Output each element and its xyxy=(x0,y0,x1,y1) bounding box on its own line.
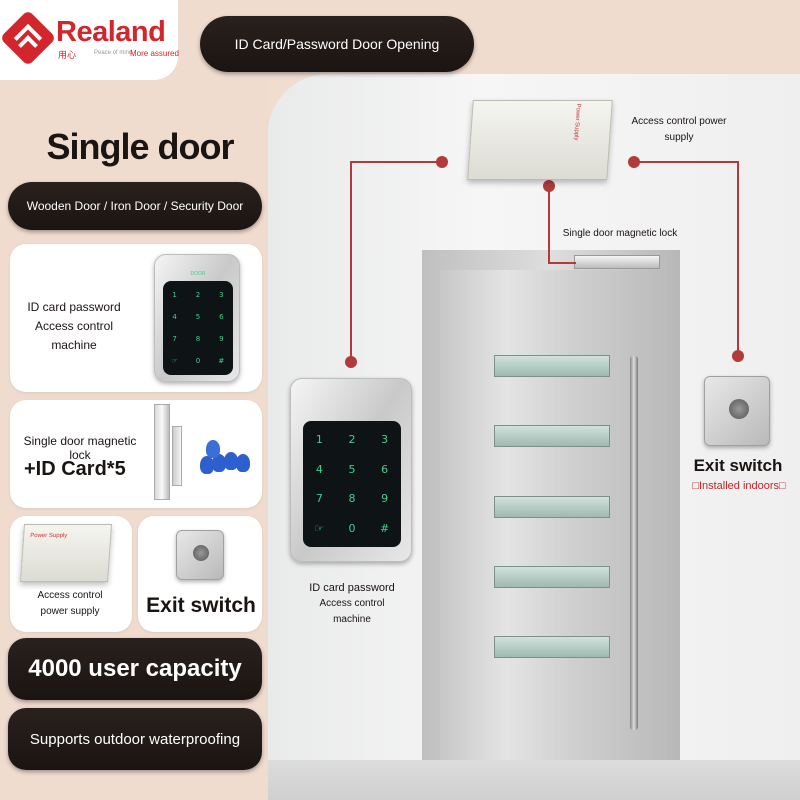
wire xyxy=(548,262,576,264)
card-exit-switch-label: Exit switch xyxy=(146,594,256,617)
key: 2 xyxy=(195,291,201,299)
keypad-screen: 1 2 3 4 5 6 7 8 9 ☞ 0 # xyxy=(303,421,401,547)
rfid-fob-icon xyxy=(212,454,226,472)
card-power-supply-label: Access control power supply xyxy=(18,588,122,620)
exit-switch-small xyxy=(176,530,224,580)
key: 5 xyxy=(348,462,356,476)
key: 6 xyxy=(219,313,224,321)
key: 4 xyxy=(172,313,177,321)
annotation-keypad: ID card password Access control machine xyxy=(300,580,404,628)
key: ☞ xyxy=(314,521,325,535)
capacity-badge: 4000 user capacity xyxy=(8,638,262,700)
rfid-fob-icon xyxy=(206,440,220,458)
door-types-badge: Wooden Door / Iron Door / Security Door xyxy=(8,182,262,230)
key: 3 xyxy=(381,433,389,447)
power-supply-box-small: Power Supply xyxy=(19,524,113,582)
card-maglock-extra: +ID Card*5 xyxy=(24,458,126,480)
door-glass xyxy=(494,496,610,518)
annotation-line: machine xyxy=(333,614,371,625)
annotation-line: supply xyxy=(664,132,694,143)
magnetic-lock-plate xyxy=(172,426,182,486)
card-keypad-line: ID card password xyxy=(27,300,121,314)
psu-label: Power Supply xyxy=(29,533,68,539)
key: 9 xyxy=(381,492,389,506)
wire-node xyxy=(436,156,448,168)
key: 8 xyxy=(348,492,356,506)
key: # xyxy=(218,357,225,365)
wire-node xyxy=(543,180,555,192)
wire xyxy=(548,186,550,264)
card-psu-line: Access control xyxy=(37,590,103,601)
psu-label: Power Supply xyxy=(572,103,582,141)
annotation-indoors: □Installed indoors□ xyxy=(692,480,786,492)
key: ☞ xyxy=(171,357,178,365)
page-title: Single door xyxy=(46,126,235,167)
exit-button-knob xyxy=(193,545,209,561)
door-glass xyxy=(494,425,610,447)
key: 7 xyxy=(172,335,177,343)
card-psu-line: power supply xyxy=(40,606,100,617)
annotation-exit-switch: Exit switch xyxy=(693,456,783,475)
door-glass xyxy=(494,636,610,658)
wire-node xyxy=(628,156,640,168)
annotation-maglock: Single door magnetic lock xyxy=(562,228,678,239)
key: 0 xyxy=(348,521,356,535)
door-glass xyxy=(494,566,610,588)
wire xyxy=(350,161,442,163)
floor xyxy=(268,760,800,800)
wire-node xyxy=(345,356,357,368)
keypad-screen: 1 2 3 4 5 6 7 8 9 ☞ 0 # xyxy=(163,281,233,375)
exit-switch xyxy=(704,376,770,446)
card-maglock-label: Single door magnetic lock xyxy=(23,434,137,462)
card-keypad-label: ID card password Access control machine xyxy=(18,298,130,355)
key: 3 xyxy=(219,291,224,299)
keypad-device: DOOR 1 2 3 4 5 6 7 8 9 ☞ 0 # xyxy=(290,378,412,562)
brand-tag-assured: More assured xyxy=(130,49,179,58)
key: 1 xyxy=(172,291,177,299)
annotation-line: Access control xyxy=(319,598,385,609)
key: 5 xyxy=(195,313,201,321)
key: 1 xyxy=(315,433,323,447)
brand-name: Realand xyxy=(56,16,166,48)
key: # xyxy=(380,521,390,535)
key: 6 xyxy=(381,462,389,476)
rfid-fob-icon xyxy=(200,456,214,474)
door-handle xyxy=(630,356,638,730)
exit-button-knob xyxy=(729,399,749,419)
wire xyxy=(737,161,739,357)
annotation-line: ID card password xyxy=(309,582,395,594)
wire xyxy=(634,161,738,163)
brand-tag-cn: 用心 xyxy=(58,50,77,60)
brand-tag-small: Peace of mind xyxy=(94,50,133,56)
waterproof-badge: Supports outdoor waterproofing xyxy=(8,708,262,770)
header-title: ID Card/Password Door Opening xyxy=(200,16,474,72)
rfid-fob-icon xyxy=(236,454,250,472)
rfid-fob-icon xyxy=(224,452,238,470)
wire xyxy=(350,161,352,361)
door-glass xyxy=(494,355,610,377)
key: 9 xyxy=(219,335,224,343)
annotation-line: Access control power xyxy=(631,116,727,127)
magnetic-lock xyxy=(154,404,170,500)
wire-node xyxy=(732,350,744,362)
power-supply-box: Power Supply xyxy=(467,100,613,180)
card-keypad-line: Access control xyxy=(34,319,114,333)
key: 0 xyxy=(195,357,201,365)
key: 2 xyxy=(348,433,356,447)
key: 8 xyxy=(195,335,201,343)
key: 7 xyxy=(315,492,323,506)
key: 4 xyxy=(315,462,323,476)
card-keypad-line: machine xyxy=(51,338,97,352)
annotation-power-supply: Access control power supply xyxy=(630,114,728,146)
keypad-door-label: DOOR xyxy=(190,271,206,277)
door-magnetic-lock xyxy=(574,255,660,269)
keypad-device-small: DOOR 1 2 3 4 5 6 7 8 9 ☞ 0 # xyxy=(154,254,240,382)
